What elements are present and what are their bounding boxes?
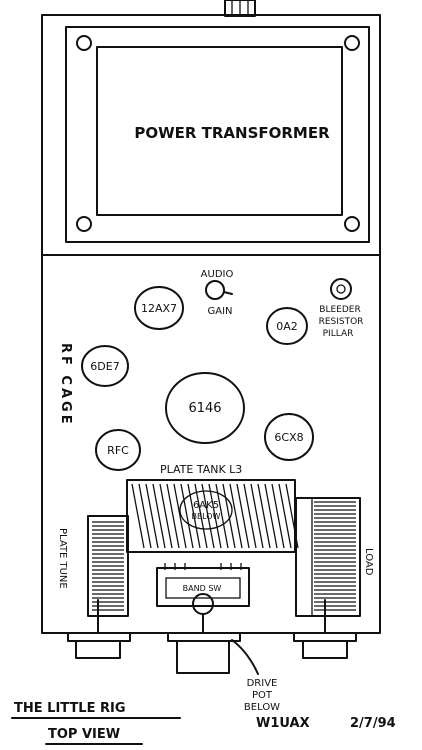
tube-6146: 6146 — [165, 372, 245, 444]
band-sw-label: BAND SW — [183, 584, 222, 593]
svg-text:0A2: 0A2 — [276, 320, 298, 333]
coil-winding — [236, 483, 250, 549]
coil-winding — [145, 483, 159, 549]
6ak5-below-label: BELOW — [192, 512, 221, 521]
plate-tune-label: PLATE TUNE — [57, 528, 68, 589]
coil-winding — [215, 483, 229, 549]
svg-text:6146: 6146 — [188, 401, 221, 416]
pillar-label: PILLAR — [323, 329, 354, 339]
svg-text:12AX7: 12AX7 — [141, 302, 177, 315]
drive-label: DRIVE — [247, 678, 278, 689]
coil-winding — [159, 483, 173, 549]
plate-tune-capacitor — [87, 515, 129, 617]
mount-hole-tl — [76, 35, 92, 51]
coil-winding — [152, 483, 166, 549]
coil-winding — [257, 483, 271, 549]
power-transformer — [65, 26, 370, 243]
date: 2/7/94 — [350, 716, 396, 731]
coil-winding — [194, 483, 208, 549]
coil-winding — [250, 483, 264, 549]
rf-cage-label: RF CAGE — [58, 343, 73, 427]
audio-gain-pot — [205, 280, 233, 300]
load-capacitor — [295, 497, 361, 617]
6ak5-label: 6AK5 — [193, 500, 219, 511]
drive-pot-leader — [231, 639, 259, 675]
svg-text:6CX8: 6CX8 — [274, 431, 303, 444]
gain-label: GAIN — [207, 306, 232, 317]
audio-label: AUDIO — [201, 269, 234, 280]
resistor-label: RESISTOR — [319, 317, 364, 327]
coil-winding — [222, 483, 236, 549]
svg-text:RFC: RFC — [107, 444, 129, 457]
plate-tank-label: PLATE TANK L3 — [160, 463, 242, 476]
mount-hole-br — [344, 216, 360, 232]
coil-winding — [166, 483, 180, 549]
pot-label: POT — [252, 690, 273, 701]
coil-winding — [173, 483, 187, 549]
power-transformer-label: POWER TRANSFORMER — [134, 124, 330, 142]
tube-6cx8: 6CX8 — [264, 413, 314, 461]
coil-winding — [243, 483, 257, 549]
tube-6de7: 6DE7 — [81, 345, 129, 387]
top-connector — [224, 0, 256, 17]
coil-winding — [201, 483, 215, 549]
band-switch-knob — [167, 613, 241, 674]
mount-hole-tr — [344, 35, 360, 51]
rfc-coil: RFC — [95, 429, 141, 471]
coil-winding — [208, 483, 222, 549]
title-line2: TOP VIEW — [48, 727, 120, 742]
tube-0a2: 0A2 — [266, 307, 308, 345]
below-label: BELOW — [244, 702, 280, 713]
coil-winding — [180, 483, 194, 549]
bleeder-label: BLEEDER — [319, 305, 360, 315]
coil-winding — [264, 483, 278, 549]
load-knob — [293, 599, 357, 659]
coil-winding — [278, 483, 292, 549]
mount-hole-bl — [76, 216, 92, 232]
plate-tune-knob — [67, 599, 131, 659]
svg-text:6DE7: 6DE7 — [90, 360, 119, 373]
coil-winding — [138, 483, 152, 549]
load-label: LOAD — [363, 548, 374, 576]
coil-winding — [271, 483, 285, 549]
6ak5-below-marker — [179, 490, 233, 530]
title-line1: THE LITTLE RIG — [14, 701, 126, 716]
tube-12ax7: 12AX7 — [134, 286, 184, 330]
coil-winding — [229, 483, 243, 549]
coil-winding — [131, 483, 145, 549]
bleeder-resistor-pillar — [330, 278, 352, 300]
callsign: W1UAX — [256, 716, 310, 731]
